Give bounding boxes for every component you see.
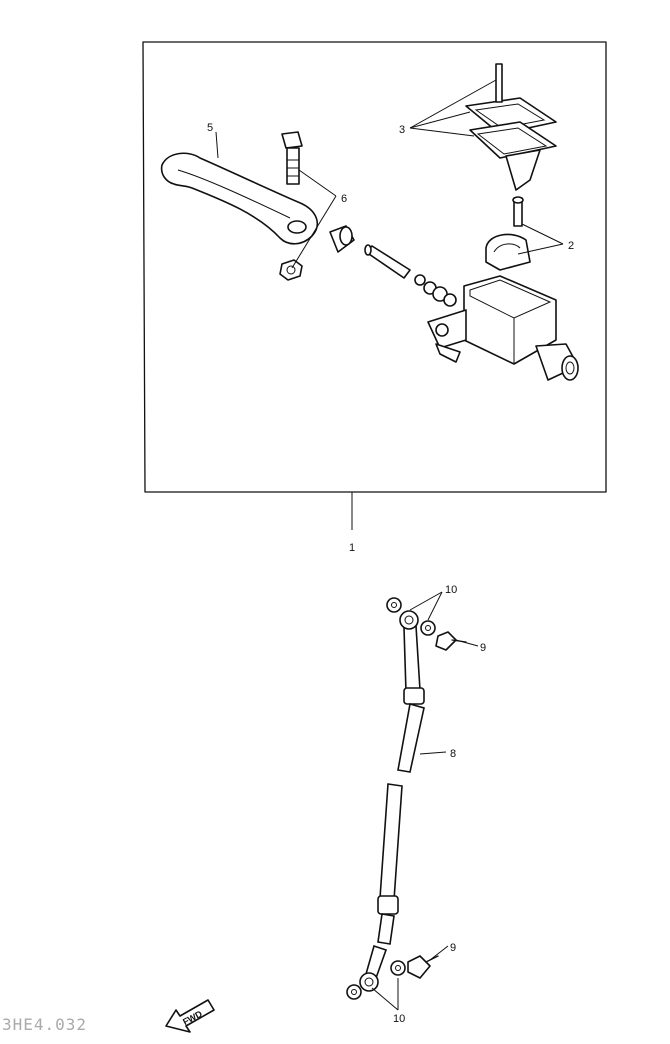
hose-leaders — [371, 591, 479, 1011]
callout-6: 6 — [341, 193, 347, 205]
callout-3: 3 — [399, 124, 405, 136]
brake-lever — [160, 152, 319, 245]
brake-hose — [359, 610, 425, 992]
callout-10-upper: 10 — [445, 584, 457, 596]
lever-nut — [279, 259, 303, 281]
lever-bolt — [281, 131, 303, 185]
reservoir-cap — [465, 63, 557, 191]
copper-washers — [346, 597, 436, 1000]
piston-rod — [364, 244, 411, 279]
callout-1: 1 — [349, 542, 355, 554]
forward-arrow-icon: FWD — [165, 999, 215, 1033]
callout-5: 5 — [207, 122, 213, 134]
union-bolt-lower — [407, 955, 439, 979]
callout-8: 8 — [450, 748, 456, 760]
assembly-leaders — [215, 79, 564, 269]
assembly-frame — [142, 41, 607, 530]
clamp-holder — [485, 196, 531, 271]
pivot-collar — [329, 225, 355, 253]
master-cylinder-body — [427, 275, 579, 381]
callout-9-upper: 9 — [480, 642, 486, 654]
callout-10-lower: 10 — [393, 1013, 405, 1025]
catalog-code: 3HE4.032 — [2, 1015, 87, 1034]
piston-seals — [414, 274, 457, 307]
callout-2: 2 — [568, 240, 574, 252]
callout-9-lower: 9 — [450, 942, 456, 954]
